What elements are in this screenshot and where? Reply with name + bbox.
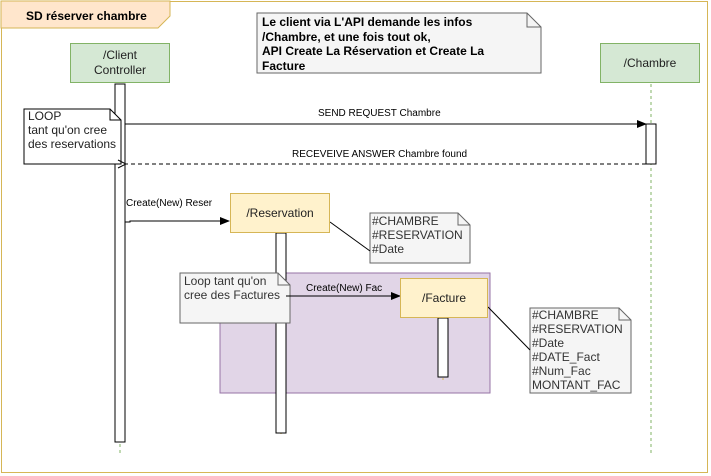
message-create-reservation-label: Create(New) Reser bbox=[126, 198, 213, 209]
facture-attributes-shape bbox=[529, 307, 632, 394]
loop-note-1-shape bbox=[23, 108, 122, 165]
message-create-reservation-line bbox=[125, 217, 230, 225]
participant-chambre: /Chambre bbox=[600, 43, 700, 83]
facture-attributes-link bbox=[487, 306, 531, 351]
top-note-text: Le client via L'API demande les infos /C… bbox=[262, 15, 485, 73]
participant-client-controller: /Client Controller bbox=[70, 43, 170, 83]
message-send-request-label: SEND REQUEST Chambre bbox=[318, 108, 441, 119]
message-receive-answer-label: RECEVEIVE ANSWER Chambre found bbox=[292, 149, 468, 160]
reservation-attributes-text: #CHAMBRE #RESERVATION #Date bbox=[372, 214, 463, 256]
activation-chambre bbox=[645, 123, 657, 165]
activation-client bbox=[114, 83, 126, 443]
activation-reservation bbox=[275, 232, 287, 434]
participant-reservation: /Reservation bbox=[230, 193, 330, 233]
diagram-title: SD réserver chambre bbox=[26, 9, 147, 23]
top-note-shape bbox=[256, 12, 542, 74]
frame-title-tab bbox=[0, 0, 171, 29]
reservation-attributes-shape bbox=[369, 212, 471, 264]
facture-attributes-text: #CHAMBRE #RESERVATION #Date #DATE_Fact #… bbox=[532, 308, 623, 392]
participant-facture: /Facture bbox=[400, 278, 488, 318]
loop-note-2-shape bbox=[179, 272, 291, 324]
message-create-facture-label: Create(New) Fac bbox=[306, 283, 383, 294]
loop-note-2-text: Loop tant qu'on cree des Factures bbox=[184, 274, 281, 302]
activation-facture bbox=[437, 317, 449, 378]
loop-note-1-text: LOOP tant qu'on cree des reservations bbox=[28, 109, 117, 151]
reservation-attributes-link bbox=[329, 221, 371, 252]
